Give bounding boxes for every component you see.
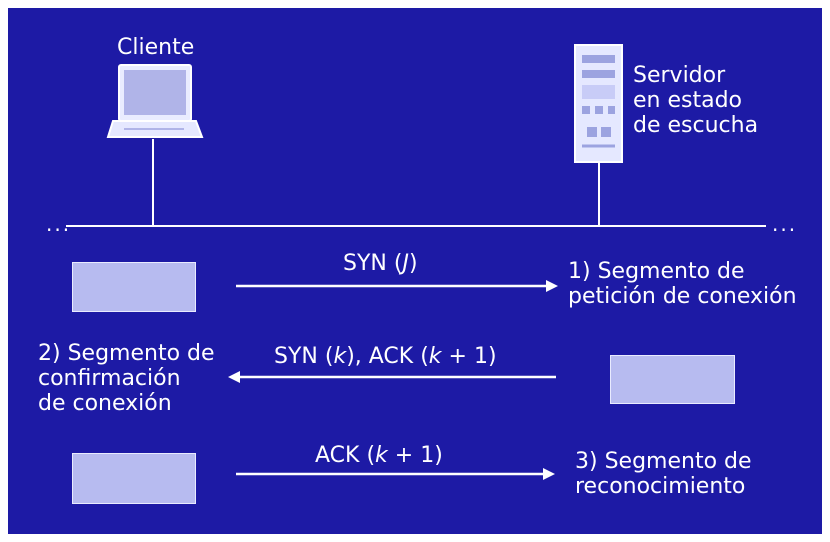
server-label: Servidor en estado de escucha	[633, 63, 758, 138]
step-2-line-3: de conexión	[38, 391, 172, 416]
server-label-line-2: en estado	[633, 88, 743, 113]
syn-k-variable-1: k	[333, 344, 347, 369]
step-3-label: 3) Segmento de reconocimiento	[575, 449, 752, 499]
network-line	[66, 225, 766, 227]
syn-k-suffix: + 1)	[441, 344, 497, 369]
ack-k-suffix: + 1)	[387, 443, 443, 468]
step-3-line-2: reconocimiento	[575, 474, 746, 499]
server-connector	[598, 162, 600, 226]
server-label-line-1: Servidor	[633, 63, 726, 88]
step-2-line-2: confirmación	[38, 366, 181, 391]
arrow-2	[228, 371, 556, 383]
ack-k-prefix: ACK (	[315, 443, 376, 468]
syn-k-variable-2: k	[428, 344, 442, 369]
server-synack-packet	[610, 355, 735, 404]
syn-k-ack-label: SYN (k), ACK (k + 1)	[274, 344, 497, 369]
syn-k-prefix: SYN (	[274, 344, 334, 369]
network-left-dots: ...	[46, 212, 72, 236]
ack-k-variable: k	[375, 443, 388, 468]
client-label: Cliente	[117, 35, 195, 60]
syn-k-middle: ), ACK (	[346, 344, 429, 369]
client-syn-packet	[72, 262, 196, 312]
arrow-1	[236, 280, 558, 292]
client-connector	[152, 139, 154, 226]
arrow-3	[236, 468, 555, 480]
ack-k-label: ACK (k + 1)	[315, 443, 443, 468]
step-3-line-1: 3) Segmento de	[575, 449, 752, 474]
syn-j-variable: J	[402, 251, 409, 276]
step-2-line-1: 2) Segmento de	[38, 341, 215, 366]
laptop-icon	[106, 64, 204, 138]
syn-j-prefix: SYN (	[343, 251, 403, 276]
client-ack-packet	[72, 453, 196, 504]
server-label-line-3: de escucha	[633, 113, 759, 138]
syn-j-label: SYN (J)	[343, 251, 418, 276]
step-1-line-2: petición de conexión	[568, 284, 797, 309]
server-icon	[574, 44, 623, 163]
step-2-label: 2) Segmento de confirmación de conexión	[38, 341, 215, 416]
step-1-label: 1) Segmento de petición de conexión	[568, 259, 797, 309]
network-right-dots: ...	[772, 212, 798, 236]
step-1-line-1: 1) Segmento de	[568, 259, 745, 284]
syn-j-suffix: )	[408, 251, 418, 276]
